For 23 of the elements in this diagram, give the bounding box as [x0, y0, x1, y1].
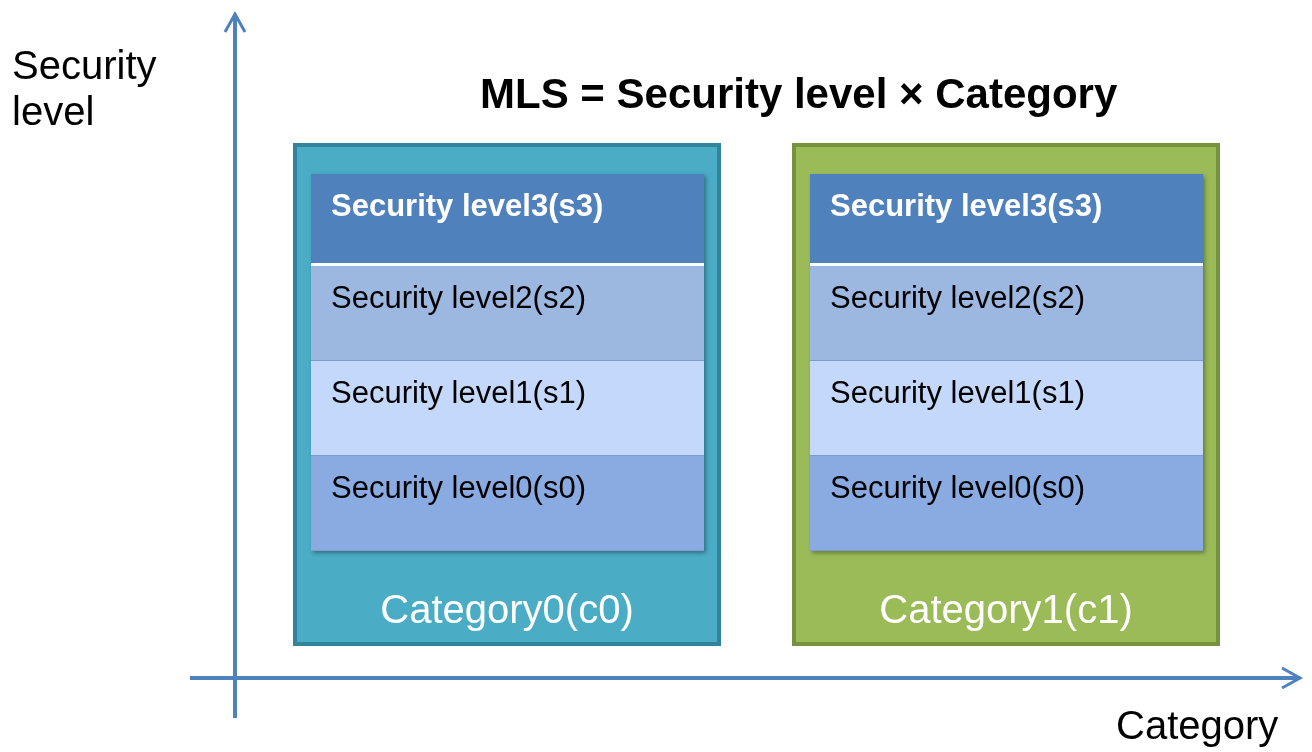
diagram-title: MLS = Security level × Category: [480, 70, 1118, 118]
level-row: [810, 174, 1203, 266]
level-row: [311, 174, 704, 266]
level-row: [810, 456, 1203, 551]
category-panel: [792, 143, 1220, 646]
level-row: [810, 361, 1203, 456]
level-row: [311, 266, 704, 361]
level-label: Security level1(s1): [830, 375, 1085, 411]
level-row: [810, 266, 1203, 361]
category-label: Category1(c1): [878, 587, 1134, 632]
axis-label: Security level: [12, 42, 158, 134]
level-label: Security level0(s0): [830, 470, 1085, 506]
level-label: Security level0(s0): [331, 470, 586, 506]
level-label: Security level3(s3): [331, 188, 604, 224]
category-label: Category0(c0): [379, 587, 635, 632]
level-label: Security level1(s1): [331, 375, 586, 411]
level-row: [311, 456, 704, 551]
category-panel: [293, 143, 721, 646]
level-label: Security level2(s2): [331, 280, 586, 316]
level-row: [311, 361, 704, 456]
axis-label: Category: [1116, 703, 1279, 748]
level-label: Security level2(s2): [830, 280, 1085, 316]
level-label: Security level3(s3): [830, 188, 1103, 224]
